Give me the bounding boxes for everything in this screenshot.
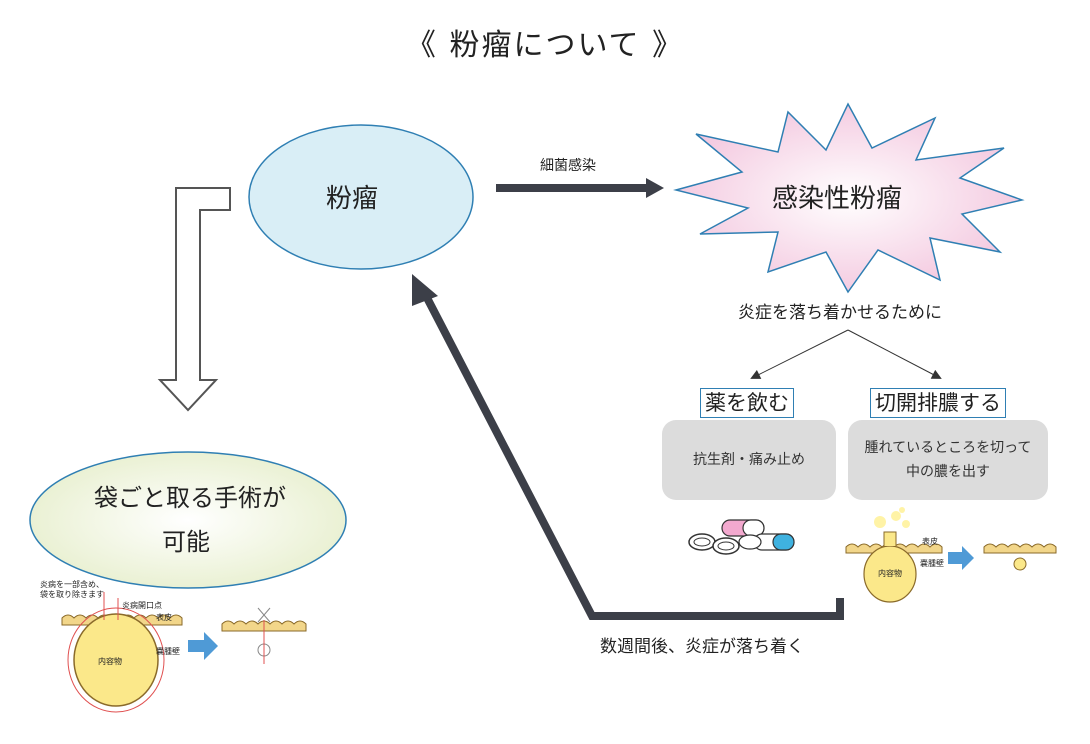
pills-illustration	[688, 519, 795, 555]
arrow-weeks-later	[412, 274, 844, 620]
excision-epidermis-label: 表皮	[156, 612, 172, 622]
infected-starburst	[673, 102, 1025, 294]
excision-illustration: 炎病を一部含め、 袋を取り除きます 炎病開口点 表皮 内容物 嚢腫壁 表皮 内容…	[40, 536, 944, 713]
arrow-bacterial-infection	[496, 178, 664, 198]
edge-to-calm: 炎症を落ち着かせるために	[738, 303, 942, 323]
excision-wall-label: 嚢腫壁	[156, 646, 180, 656]
branch-lines	[750, 329, 942, 379]
surgery-ellipse	[29, 451, 347, 589]
infected-label: 感染性粉瘤	[772, 184, 903, 214]
edge-bacterial-infection: 細菌感染	[540, 158, 596, 174]
excision-note-line1: 炎病を一部含め、	[40, 579, 104, 589]
arrow-to-surgery	[157, 187, 231, 412]
incision-detail-line1: 腫れているところを切って	[864, 440, 1032, 456]
medicine-detail: 抗生剤・痛み止め	[693, 452, 805, 468]
excision-note-line2: 袋を取り除きます	[40, 589, 104, 599]
medicine-title: 薬を飲む	[700, 388, 794, 418]
funryu-ellipse	[248, 124, 474, 270]
incision-epidermis-label: 表皮	[922, 536, 938, 546]
incision-title: 切開排膿する	[870, 388, 1006, 418]
surgery-label-line2: 可能	[162, 528, 210, 556]
medicine-detail-box: 抗生剤・痛み止め	[662, 420, 836, 500]
incision-illustration	[845, 507, 1057, 603]
incision-detail-line2: 中の膿を出す	[906, 464, 990, 480]
edge-weeks-later: 数週間後、炎症が落ち着く	[600, 637, 804, 657]
incision-detail-box: 腫れているところを切って 中の膿を出す	[848, 420, 1048, 500]
funryu-label: 粉瘤	[326, 184, 379, 214]
surgery-label-line1: 袋ごと取る手術が	[94, 484, 286, 512]
excision-contents-label: 内容物	[98, 656, 122, 666]
excision-opening-label: 炎病開口点	[122, 600, 162, 610]
incision-contents-label: 内容物	[878, 568, 902, 578]
page-title: 《 粉瘤について 》	[405, 28, 685, 63]
incision-wall-label: 嚢腫壁	[920, 558, 944, 568]
